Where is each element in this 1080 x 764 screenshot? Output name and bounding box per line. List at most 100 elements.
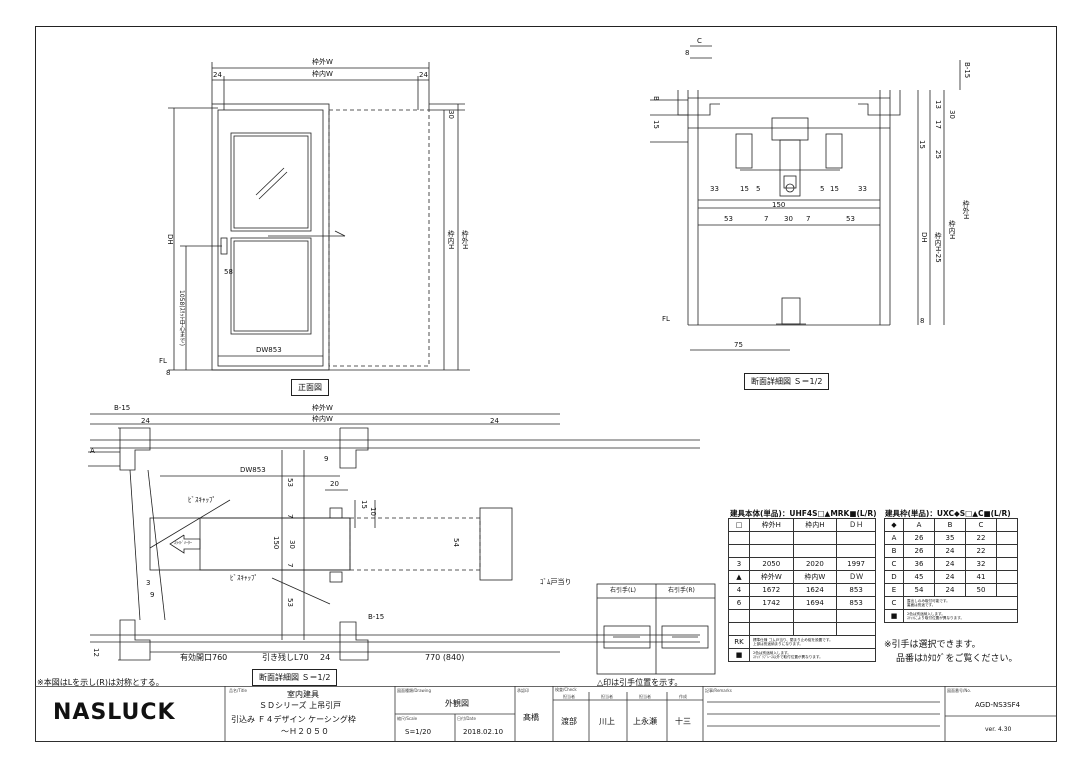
- cell: 853: [836, 596, 876, 610]
- plan-dim-150: 150: [272, 536, 280, 550]
- front-dim-24-left: 24: [213, 71, 222, 79]
- body-table-header: □ 枠外H 枠内H ＤＨ: [728, 518, 876, 532]
- pull-note: △印は引手位置を示す。: [597, 678, 683, 687]
- cell: 2020: [792, 557, 838, 571]
- scale-value: S=1/20: [405, 728, 432, 736]
- title-label: 品名/Title: [229, 688, 247, 693]
- body-rk-note: 標準仕様 ゴム戸当り、閉まり止め錠を設置です。上部は別途納まりになります。: [749, 635, 876, 649]
- section-top-dim-5b: 5: [820, 185, 825, 193]
- front-inner-w-label: 枠内W: [312, 70, 333, 78]
- plan-bis-cap-2: ﾋﾞｽｷｬｯﾌﾟ: [230, 574, 258, 582]
- front-dim-24-right: 24: [419, 71, 428, 79]
- cell: 24: [934, 583, 966, 597]
- table-row: [728, 544, 876, 558]
- cell: [749, 622, 794, 636]
- plan-dim-7b: 7: [286, 563, 294, 568]
- section-top-dim-15d: 15: [830, 185, 839, 193]
- c-text: 露出しのみ取付可能です。: [907, 598, 950, 603]
- cell: [749, 531, 794, 545]
- check-sub-4: 作成: [679, 694, 687, 699]
- section-top-dim-15c: 15: [740, 185, 749, 193]
- body-h-3: ＤＨ: [836, 518, 876, 532]
- cell: [996, 544, 1018, 558]
- note-symmetric: ※本図はLを示し(R)は対称とする。: [37, 678, 164, 687]
- section-top-c: C: [697, 37, 702, 45]
- front-view-caption: 正面図: [291, 379, 329, 396]
- plan-dim-53-top: 53: [286, 478, 294, 487]
- cell: 36: [903, 557, 935, 571]
- table-row: [728, 531, 876, 545]
- cell: 22: [965, 544, 997, 558]
- plan-dim-10: 10: [369, 507, 377, 516]
- section-top-fl: FL: [662, 315, 670, 323]
- plan-dim-770: 770 (840): [425, 653, 465, 662]
- plan-caption: 断面詳細図 Ｓ＝1/2: [252, 669, 338, 686]
- plan-opening: 有効開口760: [180, 653, 228, 662]
- section-top-dim-7a: 7: [764, 215, 769, 223]
- cell: [728, 544, 750, 558]
- front-outer-w-label: 枠外W: [312, 58, 333, 66]
- front-dh-label: DH: [166, 234, 174, 245]
- check-sub-3: 担当者: [639, 694, 651, 699]
- approved-name: 髙橋: [523, 713, 539, 722]
- cell: 853: [836, 583, 876, 597]
- cell: [749, 609, 794, 623]
- section-top-inner-h: 枠内H: [948, 220, 956, 240]
- plan-inner-w: 枠内W: [312, 415, 333, 423]
- plan-pull-rest: 引き残しL70: [262, 653, 309, 662]
- title-line-4: ～Ｈ２０５０: [281, 727, 329, 736]
- check-name-2: 川上: [599, 717, 615, 726]
- date-label: 日付/Date: [457, 716, 476, 721]
- plan-dim-24-right: 24: [490, 417, 499, 425]
- plan-a: A: [90, 447, 95, 455]
- section-top-caption: 断面詳細図 Ｓ＝1/2: [744, 373, 830, 390]
- cell: [728, 531, 750, 545]
- cell: 26: [903, 531, 935, 545]
- cell: ■: [884, 609, 904, 623]
- front-dim-58: 58: [224, 268, 233, 276]
- cell: RK: [728, 635, 750, 649]
- front-dim-30: 30: [447, 110, 455, 119]
- cell: [792, 622, 838, 636]
- cell: 54: [903, 583, 935, 597]
- section-top-dim-25: 25: [934, 150, 942, 159]
- cell: 1694: [792, 596, 838, 610]
- plan-dw: DW853: [240, 466, 266, 474]
- cell: 41: [965, 570, 997, 584]
- plan-bis-cap-1: ﾋﾞｽｷｬｯﾌﾟ: [188, 496, 216, 504]
- cell: C: [884, 596, 904, 610]
- c-text2: 裏面は別途です。: [907, 603, 936, 607]
- cell: E: [884, 583, 904, 597]
- plan-slide-label: ｽﾗｲﾄﾞﾒｰﾀｰ: [174, 540, 192, 545]
- cell: 枠内W: [792, 570, 838, 584]
- section-top-dim-150: 150: [772, 201, 786, 209]
- section-top-dim-17: 17: [934, 120, 942, 129]
- table-row: [728, 609, 876, 623]
- section-top-dim-5a: 5: [756, 185, 761, 193]
- cell: 1672: [749, 583, 794, 597]
- title-block-lines: [35, 686, 1057, 742]
- cell: [792, 609, 838, 623]
- cell: 32: [965, 557, 997, 571]
- section-top-dim-13: 13: [934, 100, 942, 109]
- cell: D: [884, 570, 904, 584]
- frame-table-title: 建具枠(単品)：UXC◆S□▲C■(L/R): [885, 509, 1011, 518]
- section-top-dim-53a: 53: [724, 215, 733, 223]
- drawing-label: 図面種類/Drawing: [397, 688, 431, 693]
- note-catalog: 品番はｶﾀﾛｸﾞをご覧ください。: [896, 654, 1018, 664]
- cell: [836, 622, 876, 636]
- body-sq-note: 2色は別途納入します。ｽﾘｯﾄﾞﾘﾌﾞﾚｰｽ以外で取付位置が異なります。: [749, 648, 876, 662]
- table-row: [728, 622, 876, 636]
- cell: 枠外W: [749, 570, 794, 584]
- cell: [792, 531, 838, 545]
- frame-sq-note: 2色は別途納入します。ｽﾘｯﾄにより取付位置が異なります。: [903, 609, 1018, 623]
- front-dw-label: DW853: [256, 346, 282, 354]
